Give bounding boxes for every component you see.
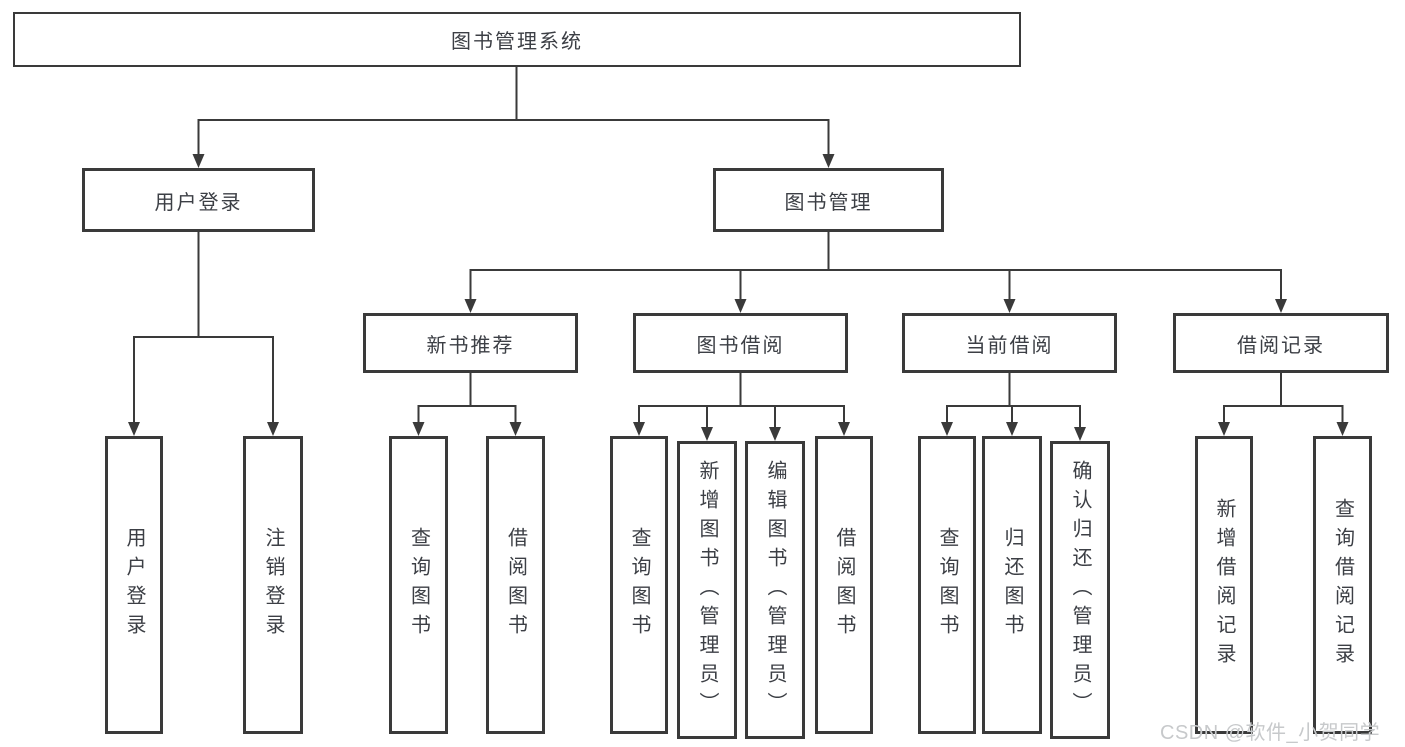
node-book-management: 图书管理 xyxy=(713,168,944,232)
node-leaf-add-book-admin: 新增图书（管理员） xyxy=(677,441,737,739)
node-label: 借阅图书 xyxy=(504,527,527,643)
node-leaf-edit-book-admin: 编辑图书（管理员） xyxy=(745,441,805,739)
node-label: 借阅图书 xyxy=(833,527,855,643)
node-leaf-borrow-book-2: 借阅图书 xyxy=(815,436,873,734)
node-label: 注销登录 xyxy=(262,527,284,643)
node-label: 查询图书 xyxy=(936,527,958,643)
node-leaf-return-book: 归还图书 xyxy=(982,436,1042,734)
node-label: 新增图书（管理员） xyxy=(696,459,718,721)
csdn-watermark: CSDN @软件_小贺同学 xyxy=(1160,722,1381,744)
node-leaf-query-book-3: 查询图书 xyxy=(918,436,976,734)
node-label: 当前借阅 xyxy=(965,334,1054,357)
node-label: 图书管理系统 xyxy=(451,31,583,53)
node-user-login: 用户登录 xyxy=(82,168,315,232)
node-label: 图书管理 xyxy=(784,191,873,214)
node-label: 确认归还（管理员） xyxy=(1069,459,1091,721)
node-label: 图书借阅 xyxy=(696,334,785,357)
node-leaf-add-borrow-record: 新增借阅记录 xyxy=(1195,436,1253,734)
node-label: 查询图书 xyxy=(628,527,650,643)
node-borrow-record: 借阅记录 xyxy=(1173,313,1389,373)
node-leaf-borrow-book-1: 借阅图书 xyxy=(486,436,545,734)
node-label: 新书推荐 xyxy=(426,334,515,357)
node-label: 用户登录 xyxy=(123,527,145,643)
node-label: 编辑图书（管理员） xyxy=(764,459,786,721)
node-label: 归还图书 xyxy=(1001,527,1023,643)
node-leaf-query-book-1: 查询图书 xyxy=(389,436,448,734)
node-leaf-query-borrow-record: 查询借阅记录 xyxy=(1313,436,1372,734)
node-label: 查询图书 xyxy=(407,527,430,643)
node-label: 用户登录 xyxy=(154,191,243,214)
node-book-borrow: 图书借阅 xyxy=(633,313,848,373)
node-leaf-query-book-2: 查询图书 xyxy=(610,436,668,734)
node-leaf-logout: 注销登录 xyxy=(243,436,303,734)
node-current-borrow: 当前借阅 xyxy=(902,313,1117,373)
node-label: 借阅记录 xyxy=(1237,334,1325,357)
node-new-book-recommend: 新书推荐 xyxy=(363,313,578,373)
node-library-management-system: 图书管理系统 xyxy=(13,12,1021,67)
node-leaf-confirm-return-admin: 确认归还（管理员） xyxy=(1050,441,1110,739)
node-label: 查询借阅记录 xyxy=(1331,498,1354,672)
node-leaf-user-login: 用户登录 xyxy=(105,436,163,734)
node-label: 新增借阅记录 xyxy=(1213,498,1235,672)
